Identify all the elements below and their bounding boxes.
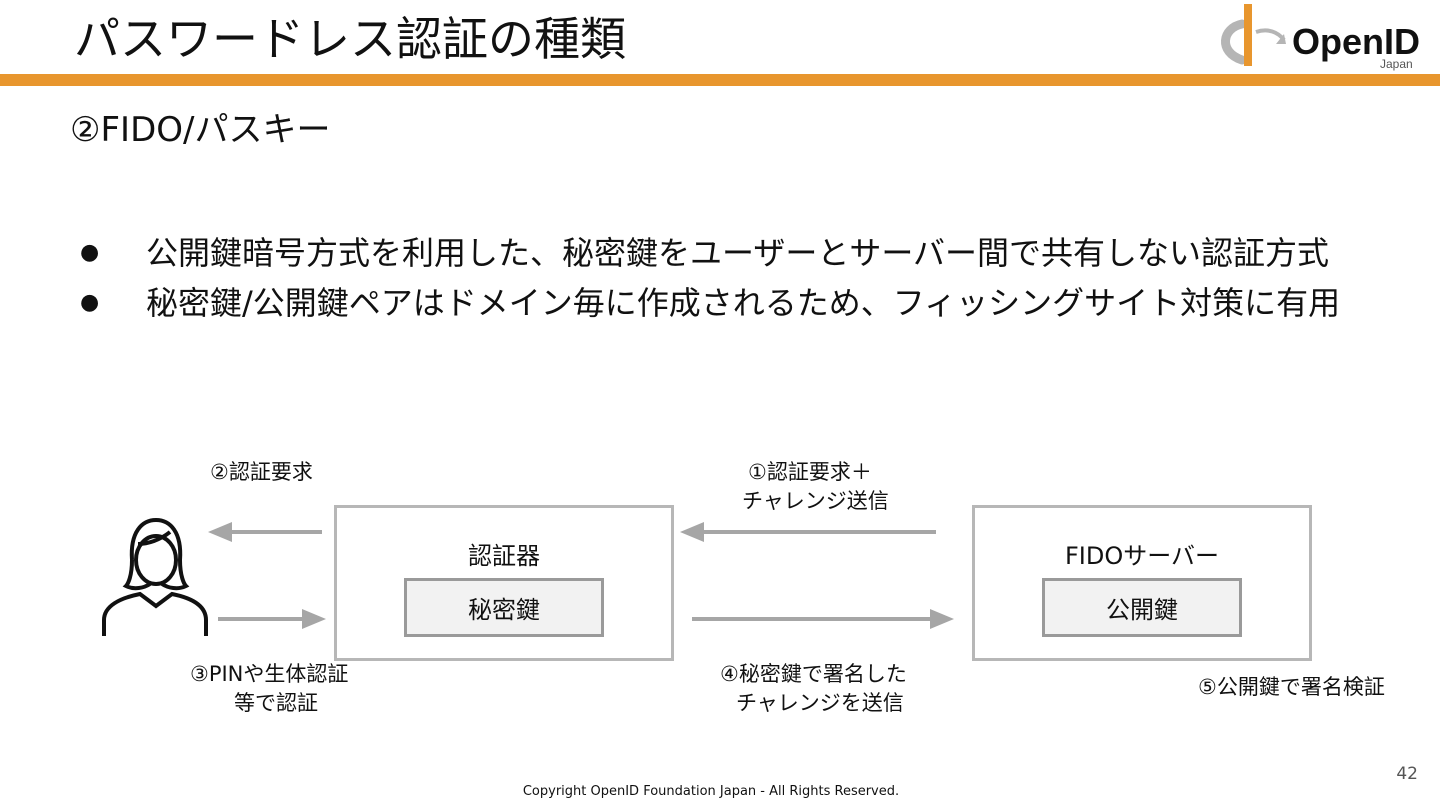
person-icon — [102, 517, 208, 636]
step3-label-line2: 等で認証 — [234, 691, 318, 715]
openid-logo: OpenID Japan — [1212, 4, 1432, 74]
bullet-item: ● 秘密鍵/公開鍵ペアはドメイン毎に作成されるため、フィッシングサイト対策に有用 — [80, 278, 1410, 328]
arrow-right-to-server — [692, 609, 954, 629]
fido-server-label: FIDOサーバー — [1064, 542, 1219, 570]
bullet-dot-icon: ● — [80, 240, 100, 265]
bullet-text: 秘密鍵/公開鍵ペアはドメイン毎に作成されるため、フィッシングサイト対策に有用 — [146, 284, 1341, 322]
svg-text:Japan: Japan — [1380, 57, 1413, 71]
bullet-item: ● 公開鍵暗号方式を利用した、秘密鍵をユーザーとサーバー間で共有しない認証方式 — [80, 228, 1410, 278]
page-number: 42 — [1396, 764, 1418, 784]
step2-label: ②認証要求 — [210, 460, 313, 484]
bullet-dot-icon: ● — [80, 290, 100, 315]
private-key-box: 秘密鍵 — [404, 578, 604, 637]
step4-label-line2: チャレンジを送信 — [736, 691, 904, 715]
step3-label-line1: ③PINや生体認証 — [190, 662, 349, 686]
arrow-left-to-user — [208, 522, 322, 542]
fido-server-box: FIDOサーバー 公開鍵 — [972, 505, 1312, 661]
copyright-notice: Copyright OpenID Foundation Japan - All … — [522, 784, 900, 799]
bullet-list: ● 公開鍵暗号方式を利用した、秘密鍵をユーザーとサーバー間で共有しない認証方式 … — [80, 228, 1410, 328]
step4-label-line1: ④秘密鍵で署名した — [720, 662, 907, 686]
svg-text:OpenID: OpenID — [1292, 21, 1420, 62]
section-subtitle: ②FIDO/パスキー — [70, 110, 331, 150]
arrow-left-to-authenticator — [680, 522, 936, 542]
authenticator-label: 認証器 — [468, 542, 540, 570]
page-title: パスワードレス認証の種類 — [74, 12, 626, 66]
step1-label-line2: チャレンジ送信 — [742, 489, 889, 513]
header-divider — [0, 74, 1440, 86]
public-key-box: 公開鍵 — [1042, 578, 1242, 637]
arrow-right-to-authenticator — [218, 609, 326, 629]
bullet-text: 公開鍵暗号方式を利用した、秘密鍵をユーザーとサーバー間で共有しない認証方式 — [146, 234, 1330, 272]
step5-label: ⑤公開鍵で署名検証 — [1198, 675, 1385, 699]
step1-label-line1: ①認証要求＋ — [748, 460, 872, 484]
authenticator-box: 認証器 秘密鍵 — [334, 505, 674, 661]
openid-logo-icon: OpenID Japan — [1221, 4, 1420, 71]
